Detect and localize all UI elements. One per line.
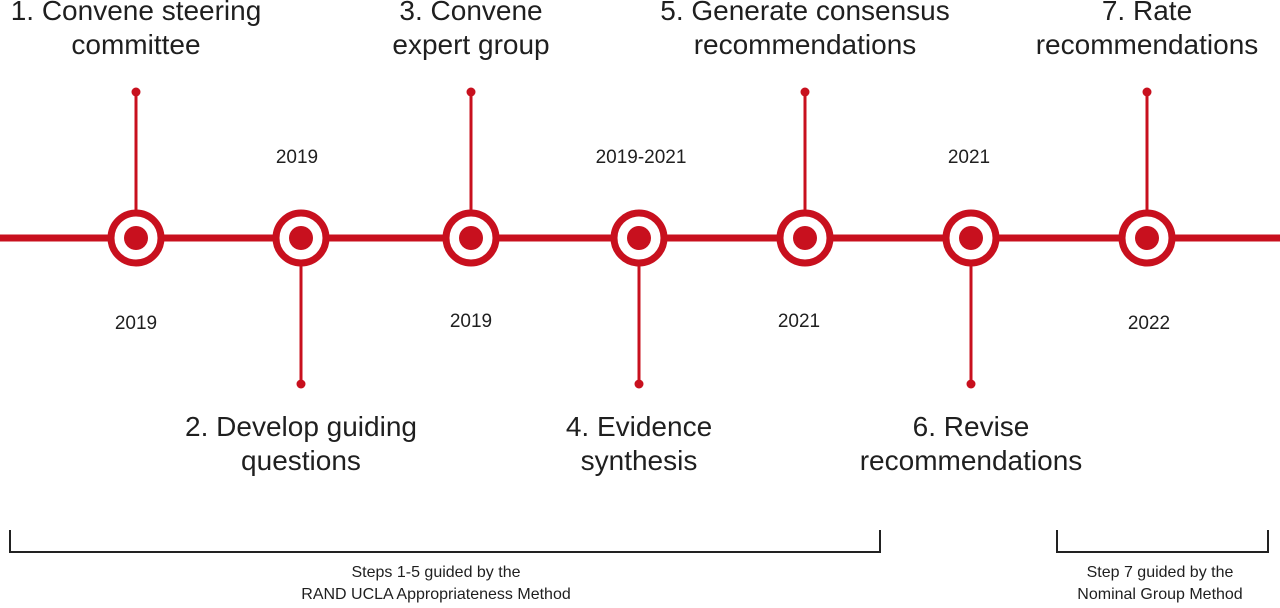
- bracket-step-7: [1056, 530, 1269, 553]
- step-1-dot: [124, 226, 148, 250]
- bracket-steps-1-5: [9, 530, 881, 553]
- step-6-marker: [942, 209, 1000, 389]
- step-1-year: 2019: [114, 313, 158, 334]
- step-3-stem-end: [466, 87, 476, 97]
- step-3-year: 2019: [449, 311, 493, 332]
- step-3-dot: [459, 226, 483, 250]
- step-2-year: 2019: [275, 147, 319, 168]
- step-7-dot: [1135, 226, 1159, 250]
- step-1-stem-end: [131, 87, 141, 97]
- step-2-dot: [289, 226, 313, 250]
- step-4-dot: [627, 226, 651, 250]
- step-5-dot: [793, 226, 817, 250]
- step-4-year: 2019-2021: [595, 147, 687, 168]
- step-4-marker: [610, 209, 668, 389]
- step-5-year: 2021: [777, 311, 821, 332]
- step-6-dot: [959, 226, 983, 250]
- step-2-stem-end: [296, 379, 306, 389]
- step-4-stem-end: [634, 379, 644, 389]
- step-3-marker: [442, 87, 500, 267]
- step-7-stem-end: [1142, 87, 1152, 97]
- step-1-marker: [107, 87, 165, 267]
- step-7-year: 2022: [1127, 313, 1171, 334]
- step-7-marker: [1118, 87, 1176, 267]
- step-5-stem-end: [800, 87, 810, 97]
- step-6-year: 2021: [947, 147, 991, 168]
- step-2-marker: [272, 209, 330, 389]
- step-5-marker: [776, 87, 834, 267]
- step-6-stem-end: [966, 379, 976, 389]
